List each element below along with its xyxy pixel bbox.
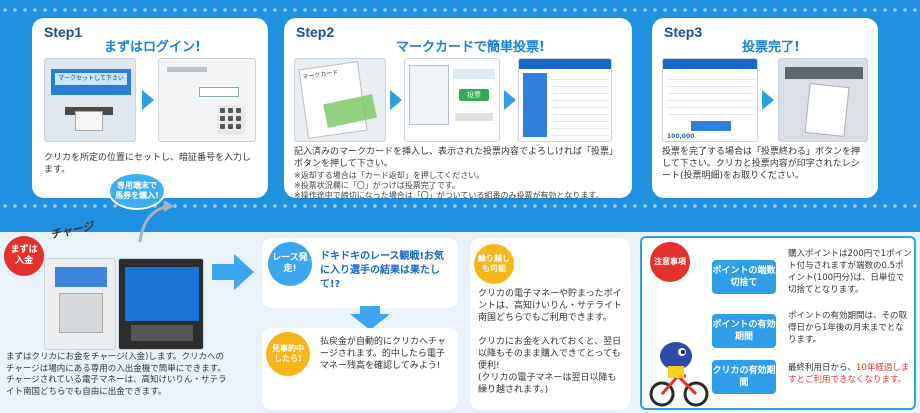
caution-text-point-validity: ポイントの有効期間は、その取得日から1年後の月末までとなります。 [788, 311, 908, 345]
step2-arrow-icon-2 [504, 90, 516, 110]
step2-title: マークカードで簡単投票! [396, 40, 545, 55]
step3-label: Step3 [664, 24, 703, 40]
dot-border-top [0, 6, 920, 14]
step3-panel: Step3 投票完了! 100,000 投票を完了する場合は「投票終わる」ボタン… [652, 18, 878, 198]
race-card: レース発走! ドキドキのレース観戦!お気に入り選手の結果は果たして!? [262, 238, 458, 308]
step2-text: 記入済みのマークカードを挿入し、表示された投票内容でよろしければ「投票」ボタンを… [294, 147, 619, 169]
step2-note-2: ※投票状況欄に「〇」がつけば投票完了です。 [294, 181, 460, 190]
step3-amount: 100,000 [667, 133, 695, 140]
step1-text: クリカを所定の位置にセットし、暗証番号を入力します。 [44, 153, 252, 175]
step2-arrow-icon-1 [390, 90, 402, 110]
race-badge: レース発走! [268, 242, 312, 286]
caution-label-point-validity: ポイントの有効期間 [712, 314, 776, 348]
charge-badge: まずは入金 [4, 236, 44, 276]
step3-complete-screen-photo: 100,000 [662, 58, 758, 142]
step1-panel: Step1 まずはログイン! マークセットして下さい クリカを所定の位置にセット… [32, 18, 268, 198]
big-arrow-down-icon [350, 306, 390, 330]
step2-note-3: ※操作途中で締切になった場合は「〇」がついている組番のみ投票が有効となります。 [294, 191, 604, 200]
win-card: 見事的中したら! 払戻金が自動的にクリカへチャージされます。的中したら電子マネー… [262, 328, 458, 410]
dedicated-terminal-bubble: 専用端末で馬券を購入! [108, 172, 166, 210]
carry-badge: 繰り越しも可能 [474, 244, 514, 284]
carry-card: 繰り越しも可能 クリカの電子マネーや貯まったポイントは、高知けいりん・サテライト… [470, 238, 630, 410]
big-arrow-right-icon [212, 254, 254, 290]
dot-border-bottom [0, 202, 920, 210]
step3-receipt-photo [778, 58, 868, 142]
step2-vote-button: 投票 [459, 89, 489, 101]
caution-label-rounding: ポイントの端数切捨て [712, 260, 776, 294]
win-text: 払戻金が自動的にクリカへチャージされます。的中したら電子マネー残高を確認してみよ… [320, 337, 446, 371]
step3-title: 投票完了! [742, 40, 800, 55]
step1-card-machine-photo: マークセットして下さい [44, 58, 136, 142]
step2-label: Step2 [296, 24, 335, 40]
race-text: ドキドキのレース観戦!お気に入り選手の結果は果たして!? [320, 251, 445, 290]
charge-screen-photo [118, 258, 204, 350]
step1-label: Step1 [44, 24, 83, 40]
caution-badge: 注意事項 [650, 242, 690, 282]
step1-title: まずはログイン! [104, 40, 201, 55]
step1-machine-text: マークセットして下さい [55, 73, 127, 85]
step2-markcard-photo: マークカード [294, 58, 386, 142]
carry-text-1: クリカの電子マネーや貯まったポイントは、高知けいりん・サテライト南国どちらでもご… [478, 289, 623, 323]
caution-text-card-validity-b: 10年経過しますとご利用できなくなります。 [788, 363, 910, 385]
caution-text-rounding: 購入ポイントは200円で1ポイント付与されますが端数の0.5ポイント(100円分… [788, 249, 912, 295]
step2-notes: ※返却する場合は「カード返却」を押してください。 ※投票状況欄に「〇」がつけば投… [294, 171, 624, 201]
step1-pin-screen-photo [158, 58, 256, 142]
caution-box: 注意事項 ポイントの端数切捨て 購入ポイントは200円で1ポイント付与されますが… [640, 236, 916, 410]
caution-text-card-validity: 最終利用日から、10年経過しますとご利用できなくなります。 [788, 362, 912, 386]
step3-arrow-icon [762, 90, 774, 110]
carry-text-2: クリカにお金を入れておくと、翌日以降もそのまま購入できてとっても便利! [478, 337, 622, 371]
carry-text-3: (クリカの電子マネーは翌日以降も繰り越されます。) [478, 373, 617, 395]
curved-arrow-icon [138, 200, 174, 243]
caution-label-card-validity: クリカの有効期間 [712, 360, 776, 394]
step2-confirm-screen-photo: 投票 [404, 58, 500, 142]
charge-text: まずはクリカにお金をチャージ(入金)します。クリカへのチャージは場内にある専用の… [6, 352, 227, 397]
caution-text-card-validity-a: 最終利用日から、 [788, 363, 857, 373]
step2-status-screen-photo [518, 58, 612, 142]
charge-machine-photo [44, 258, 116, 350]
win-badge: 見事的中したら! [266, 332, 310, 376]
step1-arrow-icon [142, 90, 154, 110]
step2-note-1: ※返却する場合は「カード返却」を押してください。 [294, 171, 485, 180]
step2-panel: Step2 マークカードで簡単投票! マークカード 投票 記入済みのマークカード… [284, 18, 632, 201]
mascot-cyclist-icon [649, 342, 709, 407]
step3-text: 投票を完了する場合は「投票終わる」ボタンを押して下さい。クリカと投票内容が印字さ… [662, 147, 861, 181]
